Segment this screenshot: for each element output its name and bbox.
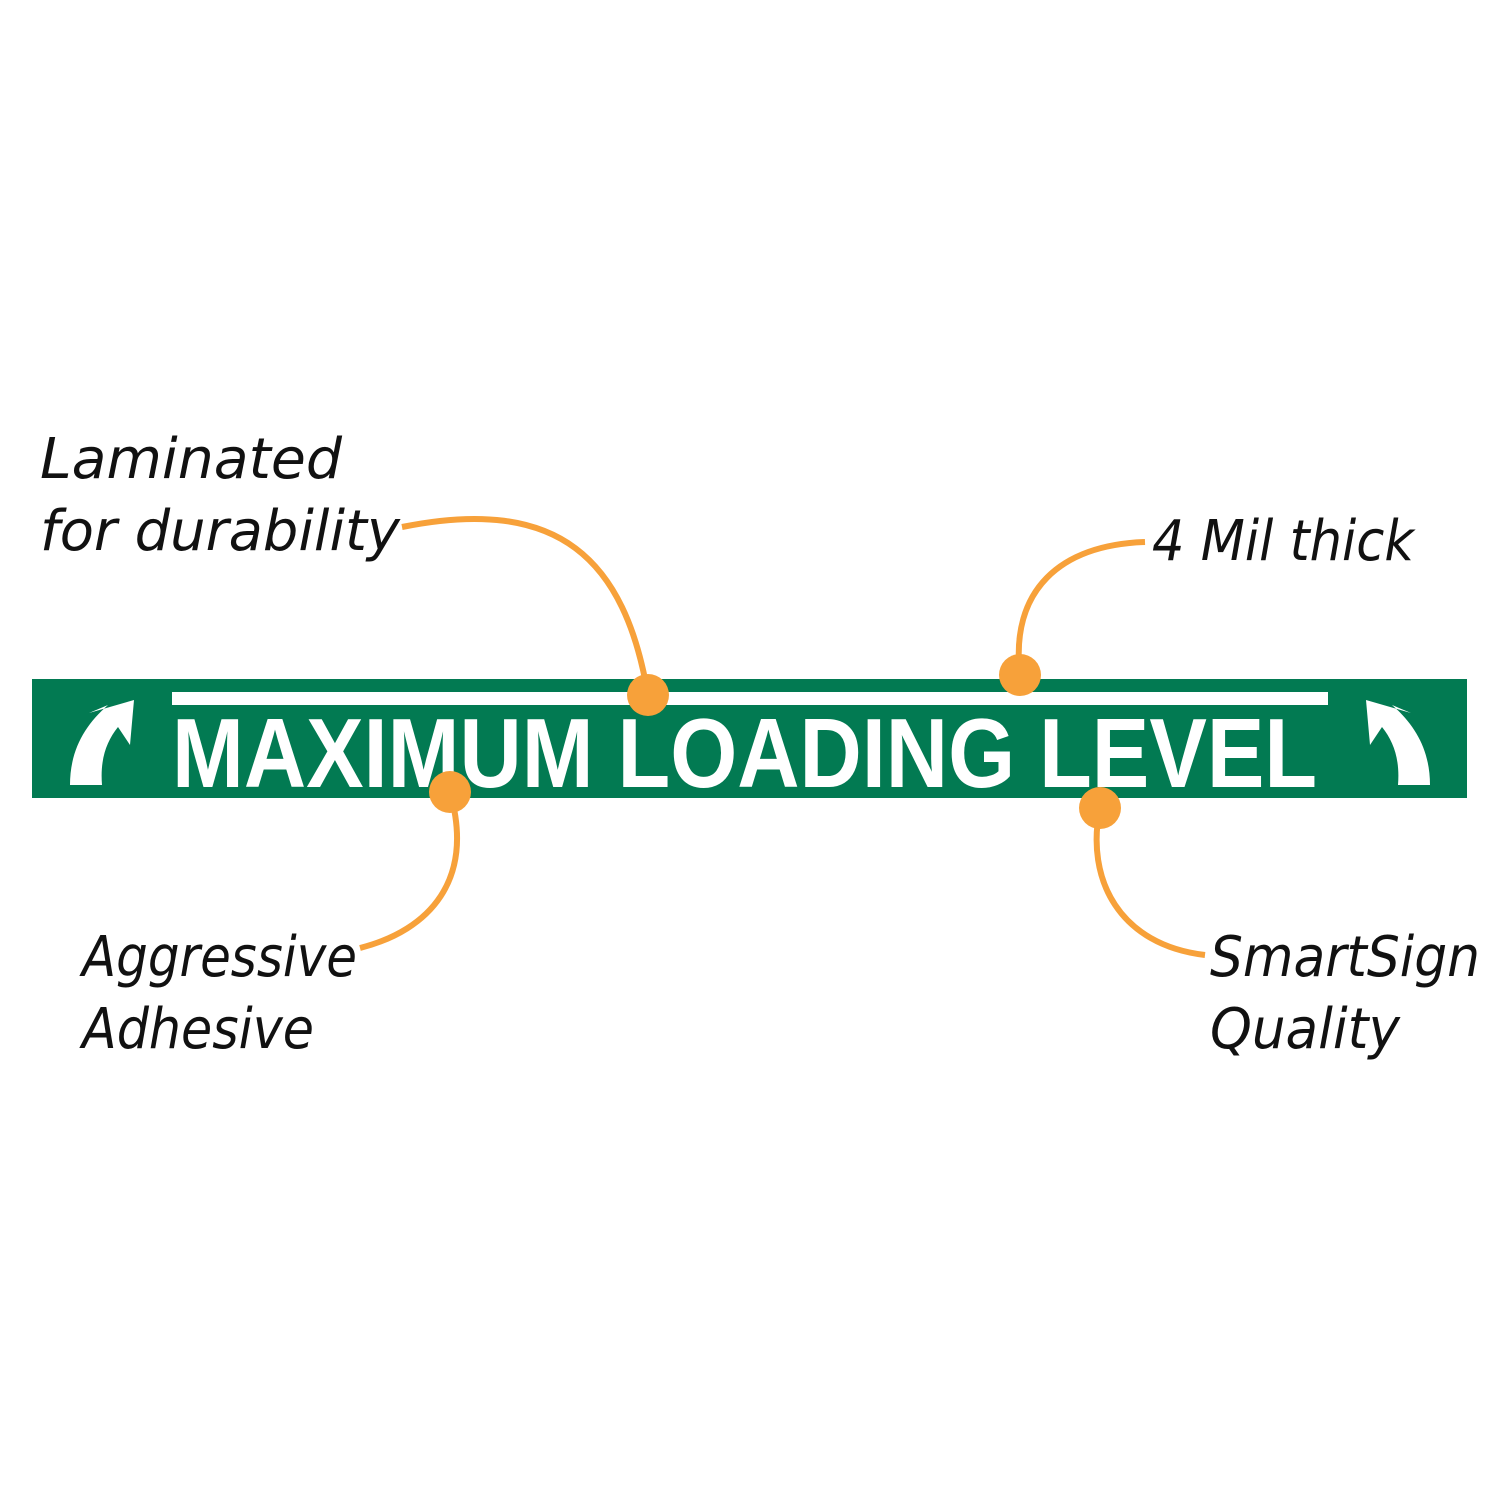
adhesive-label-line1: Aggressive (79, 925, 357, 990)
arrow-up-left-icon (1366, 700, 1430, 785)
sign-text: MAXIMUM LOADING LEVEL (172, 698, 1318, 808)
quality-label-line1: SmartSign (1210, 925, 1480, 990)
thickness-leader (1015, 539, 1146, 676)
sign-banner (32, 679, 1467, 798)
laminated-label-line1: Laminated (40, 427, 342, 492)
thickness-label: 4 Mil thick (1152, 509, 1416, 574)
adhesive-leader (359, 791, 460, 951)
quality-label-line2: Quality (1210, 997, 1401, 1062)
callout-lines (359, 516, 1206, 958)
adhesive-label-line2: Adhesive (79, 997, 314, 1062)
quality-leader (1093, 807, 1206, 958)
laminated-label-line2: for durability (40, 499, 401, 564)
laminated-leader (401, 516, 651, 696)
arrow-up-right-icon (70, 700, 134, 785)
